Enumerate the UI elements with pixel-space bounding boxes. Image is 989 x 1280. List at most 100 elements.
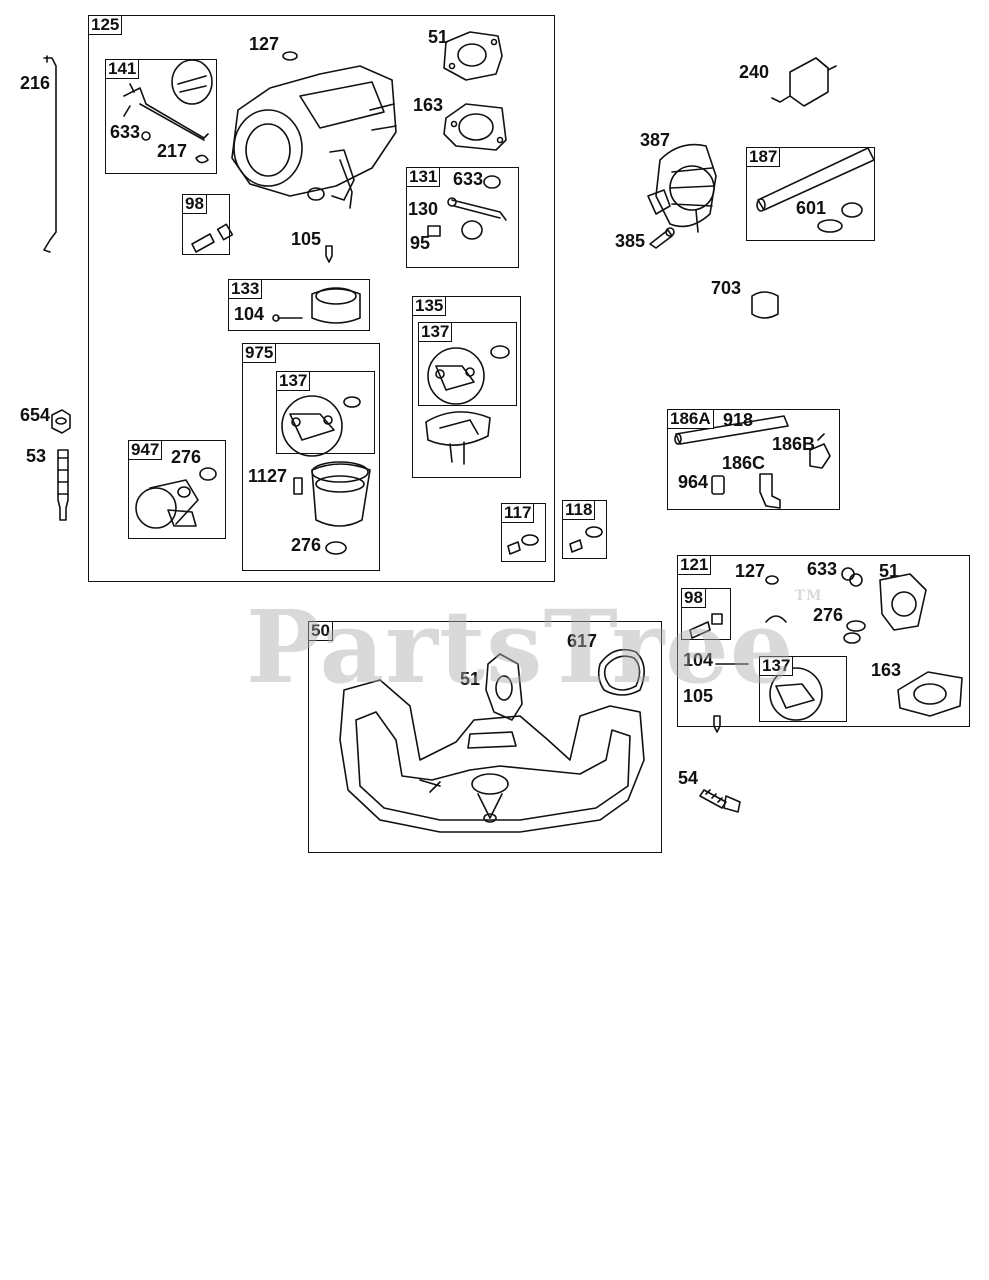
group-label-117: 117: [501, 503, 535, 523]
group-label-135: 135: [412, 296, 447, 316]
callout-240: 240: [739, 62, 770, 82]
group-box-137-b: [418, 322, 517, 406]
callout-918: 918: [723, 410, 754, 430]
watermark-trademark: TM: [794, 588, 823, 604]
callout-95: 95: [410, 233, 431, 253]
callout-964: 964: [678, 472, 709, 492]
manifold-gasket-part: [485, 653, 523, 721]
callout-51: 51: [428, 27, 449, 47]
throttle-shaft-part: [123, 59, 213, 164]
group-label-121: 121: [677, 555, 712, 575]
intake-manifold-part: [339, 679, 645, 833]
callout-163-kit: 163: [871, 660, 902, 680]
group-box-137-c: [759, 656, 847, 722]
callout-127: 127: [249, 34, 280, 54]
callout-51-manifold: 51: [460, 669, 481, 689]
pilot-jet-part: [569, 526, 603, 553]
group-box-131: [406, 167, 519, 268]
callout-216: 216: [20, 73, 51, 93]
callout-276-kit: 276: [813, 605, 844, 625]
group-box-50: [308, 621, 662, 853]
callout-654: 654: [20, 405, 51, 425]
o-ring-part: [282, 51, 298, 61]
fuel-filter-part: [771, 57, 837, 107]
group-label-187: 187: [746, 147, 781, 167]
group-label-133: 133: [228, 279, 263, 299]
mounting-screw-part: [649, 227, 675, 249]
callout-385: 385: [615, 231, 646, 251]
throttle-link-rod-part: [43, 55, 57, 253]
callout-54: 54: [678, 768, 699, 788]
carburetor-overhaul-kit-part: [689, 567, 963, 733]
callout-617: 617: [567, 631, 598, 651]
hex-nut-part: [51, 409, 71, 434]
o-ring-seal-part: [597, 648, 645, 696]
callout-601: 601: [796, 198, 827, 218]
stud-part: [57, 449, 69, 521]
group-label-98: 98: [182, 194, 207, 214]
group-box-186a: [667, 409, 840, 510]
group-box-947: [128, 440, 226, 539]
float-bowl-kit-part: [281, 395, 371, 555]
group-label-137-b: 137: [418, 322, 453, 342]
group-box-141: [105, 59, 217, 174]
fuel-solenoid-part: [135, 467, 217, 529]
group-label-975: 975: [242, 343, 277, 363]
clamp-part: [751, 291, 779, 319]
callout-633-choke: 633: [453, 169, 484, 189]
float-part: [272, 287, 361, 324]
callout-276-bowl: 276: [291, 535, 322, 555]
group-box-98-b: [681, 588, 731, 640]
group-box-135: [412, 296, 521, 478]
callout-51-kit: 51: [879, 561, 900, 581]
carburetor-repair-kit-part: [425, 345, 510, 465]
hose-clamp-part: [817, 202, 863, 233]
group-label-947: 947: [128, 440, 163, 460]
callout-217: 217: [157, 141, 188, 161]
fuel-pump-part: [647, 143, 717, 233]
group-label-50: 50: [308, 621, 333, 641]
callout-130: 130: [408, 199, 439, 219]
callout-387: 387: [640, 130, 671, 150]
callout-633: 633: [110, 122, 141, 142]
callout-633-kit: 633: [807, 559, 838, 579]
group-box-137-a: [276, 371, 375, 454]
callout-105: 105: [291, 229, 322, 249]
callout-276-solenoid: 276: [171, 447, 202, 467]
manifold-screw-part: [699, 789, 741, 813]
group-label-137-c: 137: [759, 656, 794, 676]
group-label-141: 141: [105, 59, 140, 79]
watermark-text: PartsTree: [246, 588, 795, 706]
callout-1127: 1127: [248, 466, 288, 486]
intake-gasket-part: [443, 103, 507, 151]
group-label-131: 131: [406, 167, 441, 187]
callout-53: 53: [26, 446, 47, 466]
group-label-118: 118: [562, 500, 596, 520]
group-label-137-a: 137: [276, 371, 311, 391]
group-label-98-b: 98: [681, 588, 706, 608]
callout-104: 104: [234, 304, 265, 324]
callout-186b: 186B: [772, 434, 816, 454]
callout-186c: 186C: [722, 453, 766, 473]
group-box-121: [677, 555, 970, 727]
callout-105-kit: 105: [683, 686, 714, 706]
group-label-186a: 186A: [667, 409, 714, 429]
carburetor-body-part: [231, 65, 397, 209]
float-needle-part: [325, 245, 333, 263]
main-jet-part: [507, 534, 539, 555]
callout-127-kit: 127: [735, 561, 766, 581]
callout-104-kit: 104: [683, 650, 714, 670]
choke-shaft-part: [427, 175, 507, 240]
group-label-125: 125: [88, 15, 123, 35]
watermark: PartsTreeTM: [246, 588, 822, 706]
callout-703: 703: [711, 278, 742, 298]
callout-163: 163: [413, 95, 444, 115]
group-box-125: [88, 15, 555, 582]
group-box-187: [746, 147, 875, 241]
carburetor-gasket-part: [443, 31, 503, 81]
group-box-975: [242, 343, 380, 571]
fuel-line-kit-part: [674, 415, 831, 509]
group-box-133: [228, 279, 370, 331]
